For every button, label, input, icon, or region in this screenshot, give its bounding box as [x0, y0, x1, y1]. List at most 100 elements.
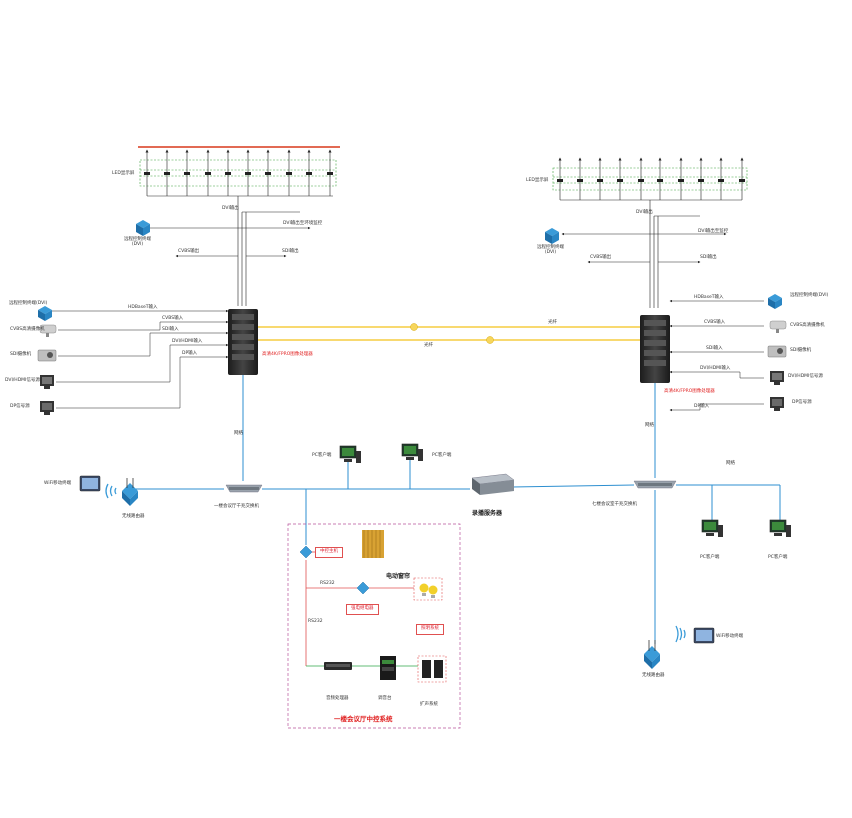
right-dvi-out-label: DVI输出 — [636, 210, 653, 215]
left-source-name-5: DP信号源 — [10, 404, 30, 409]
server-icon — [471, 473, 515, 495]
left-source-conn-4: DVI/HDMI输入 — [172, 339, 203, 344]
right-wifi-tablet-icon — [693, 627, 715, 644]
right-led-area — [552, 157, 748, 308]
left-remote-terminal-icon — [136, 220, 150, 236]
lighting-label: 照明系统 — [416, 624, 444, 635]
fiber-bottom-label: 光纤 — [424, 343, 433, 348]
left-led-screen-label: LED显示屏 — [112, 171, 135, 176]
right-wifi-router-icon — [644, 640, 660, 669]
left-led-receiver-1 — [144, 172, 150, 175]
right-source-conn-5: DP输入 — [694, 404, 710, 409]
vertical-left-label: 网络 — [234, 431, 243, 436]
vertical-right-label: 网络 — [645, 423, 654, 428]
right-source-name-5: DP信号源 — [792, 400, 812, 405]
left-processor-icon — [228, 309, 258, 375]
audio-processor-icon — [324, 662, 352, 670]
left-dvi-source-icon — [40, 375, 54, 389]
right-remote-terminal-label: 远程控制终端 (DVI) — [537, 245, 564, 255]
right-sdi-out-label: SDI输出 — [700, 255, 717, 260]
right-led-receiver-1 — [557, 179, 563, 182]
left-wifi-tablet-label: WiFi移动终端 — [44, 481, 72, 486]
control-host-node-icon — [299, 545, 313, 559]
left-wifi-tablet-icon — [79, 475, 101, 492]
right-source-conn-4: DVI/HDMI输入 — [700, 366, 731, 371]
right-net-label: 网络 — [726, 461, 735, 466]
right-source-name-3: SDI摄像机 — [790, 348, 812, 353]
pc-icon-1 — [339, 445, 361, 463]
left-source-conn-1: HDBaseT输入 — [128, 305, 158, 310]
right-wifi-tablet-label: WiFi移动终端 — [716, 634, 744, 639]
audio-processor-label: 音频处理器 — [326, 696, 349, 701]
right-source-lines — [669, 299, 764, 412]
right-led-receiver-3 — [597, 179, 603, 182]
network-links — [134, 375, 781, 644]
right-source-conn-1: HDBaseT输入 — [694, 295, 724, 300]
left-source-lines — [52, 309, 229, 409]
left-source-name-4: DVI/HDMI信号源 — [5, 378, 40, 383]
left-wifi-router-label: 无线路由器 — [122, 514, 145, 519]
right-processor-icon — [640, 315, 670, 383]
curtain-icon — [362, 530, 384, 558]
right-switch-label: 七楼会议室千兆交换机 — [592, 502, 637, 507]
left-led-receiver-10 — [327, 172, 333, 175]
right-remote-source-icon — [768, 294, 782, 309]
left-dvi-monitor-label: DVI输出至环境监控 — [283, 221, 323, 226]
right-dp-source-icon — [770, 397, 784, 411]
right-led-receiver-7 — [678, 179, 684, 182]
lighting-icon — [413, 577, 443, 601]
speakers-icon — [417, 655, 447, 683]
right-led-receiver-4 — [617, 179, 623, 182]
left-sdi-out-label: SDI输出 — [282, 249, 299, 254]
left-dp-source-icon — [40, 401, 54, 415]
speakers-label: 扩声系统 — [420, 702, 438, 707]
fiber-links — [258, 323, 640, 344]
server-label: 录播服务器 — [472, 510, 503, 517]
right-wifi-waves-icon — [675, 625, 686, 643]
rs232-line-1-label: RS232 — [320, 581, 335, 586]
left-switch-icon — [225, 484, 263, 493]
left-dvi-out-label: DVI输出 — [222, 206, 239, 211]
left-wifi-waves-icon — [105, 483, 117, 499]
right-dvi-source-icon — [770, 371, 784, 385]
left-source-conn-3: SDI输入 — [162, 327, 179, 332]
left-source-name-1: 远程控制终端(DVI) — [9, 301, 48, 306]
left-cvbs-camera-icon — [39, 324, 57, 337]
pc-label-4: PC客户端 — [768, 555, 788, 560]
mixer-label: 调音台 — [378, 696, 392, 701]
left-cvbs-out-label: CVBS输出 — [178, 249, 200, 254]
right-dvi-monitor-label: DVI输出至监控 — [698, 229, 729, 234]
left-led-receiver-5 — [225, 172, 231, 175]
left-led-receiver-7 — [265, 172, 271, 175]
pc-icon-2 — [401, 443, 423, 461]
right-cvbs-out-label: CVBS输出 — [590, 255, 612, 260]
central-control-title: 一楼会议厅中控系统 — [334, 715, 393, 723]
right-source-name-4: DVI/HDMI信号源 — [788, 374, 823, 379]
right-switch-icon — [633, 480, 677, 489]
mixer-icon — [380, 656, 396, 680]
right-led-receiver-9 — [718, 179, 724, 182]
rs232-line-2-label: RS232 — [308, 619, 323, 624]
left-source-name-3: SDI摄像机 — [10, 352, 32, 357]
left-remote-terminal-label: 远程控制终端 (DVI) — [124, 237, 151, 247]
left-led-receiver-6 — [245, 172, 251, 175]
right-source-conn-3: SDI输入 — [706, 346, 723, 351]
right-led-screen-label: LED显示屏 — [526, 178, 549, 183]
right-cvbs-camera-icon — [769, 320, 787, 333]
relay-node-icon — [356, 581, 370, 595]
left-led-receiver-8 — [286, 172, 292, 175]
left-source-conn-2: CVBS输入 — [162, 316, 184, 321]
right-led-receiver-2 — [577, 179, 583, 182]
right-sdi-camera-icon — [767, 345, 787, 358]
right-source-name-1: 远程控制终端(DVI) — [790, 293, 829, 298]
control-host-label: 中控主机 — [315, 547, 343, 558]
pc-label-2: PC客户端 — [432, 453, 452, 458]
left-source-conn-5: DP输入 — [182, 351, 198, 356]
pc-label-1: PC客户端 — [312, 453, 332, 458]
right-led-receiver-6 — [657, 179, 663, 182]
right-remote-terminal-icon — [545, 228, 559, 244]
right-wifi-router-label: 无线路由器 — [642, 673, 665, 678]
pc-label-3: PC客户端 — [700, 555, 720, 560]
